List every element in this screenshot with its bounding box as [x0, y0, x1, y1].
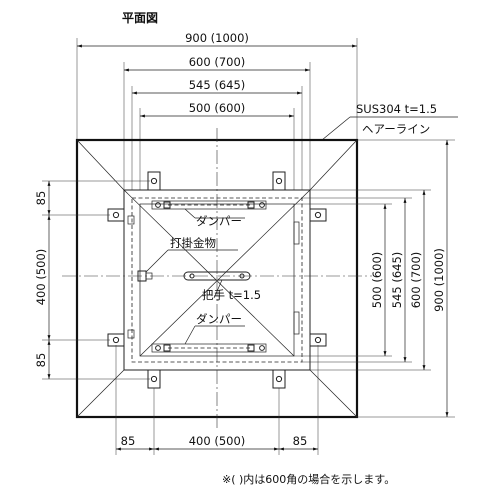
- dim-bottom-85-left: 85: [121, 434, 136, 448]
- dim-left-85-top: 85: [34, 191, 48, 206]
- center-lines: [62, 128, 372, 430]
- material-callout: SUS304 t=1.5 ヘアーライン: [321, 102, 458, 141]
- bottom-dimensions: 85 400 (500) 85: [115, 345, 319, 455]
- dim-top-900: 900 (1000): [185, 31, 249, 45]
- dim-right-545: 545 (645): [390, 252, 404, 309]
- dim-bottom-85-right: 85: [293, 434, 308, 448]
- dim-right-600: 600 (700): [409, 252, 423, 309]
- damper-bottom-label: ダンパー: [196, 312, 242, 326]
- left-dimensions: 85 400 (500) 85: [34, 180, 150, 380]
- striker: [137, 270, 153, 282]
- material-spec: SUS304 t=1.5: [356, 102, 437, 116]
- leaders: ダンパー 打掛金物 把手 t=1.5 ダンパー: [145, 208, 261, 345]
- dim-top-600: 600 (700): [189, 55, 246, 69]
- handle-label: 把手 t=1.5: [202, 288, 261, 302]
- footnote: ※( )内は600角の場合を示します。: [222, 472, 395, 486]
- material-finish: ヘアーライン: [362, 122, 430, 136]
- anchor-brackets: [107, 171, 327, 389]
- dim-bottom-400: 400 (500): [189, 434, 246, 448]
- top-dimensions: 900 (1000) 600 (700) 545 (645) 500 (600): [76, 31, 358, 190]
- dim-top-545: 545 (645): [189, 78, 246, 92]
- dim-top-500: 500 (600): [189, 101, 246, 115]
- damper-top-label: ダンパー: [196, 214, 242, 228]
- drawing-title: 平面図: [122, 11, 158, 25]
- damper-bottom: [151, 343, 267, 353]
- damper-top: [151, 200, 267, 210]
- dim-right-500: 500 (600): [370, 252, 384, 309]
- dim-left-400: 400 (500): [34, 249, 48, 306]
- right-dimensions: 500 (600) 545 (645) 600 (700) 900 (1000): [294, 139, 455, 418]
- dim-left-85-bottom: 85: [34, 353, 48, 368]
- dim-right-900: 900 (1000): [432, 248, 446, 312]
- striker-label: 打掛金物: [170, 236, 216, 250]
- handle: [183, 271, 251, 281]
